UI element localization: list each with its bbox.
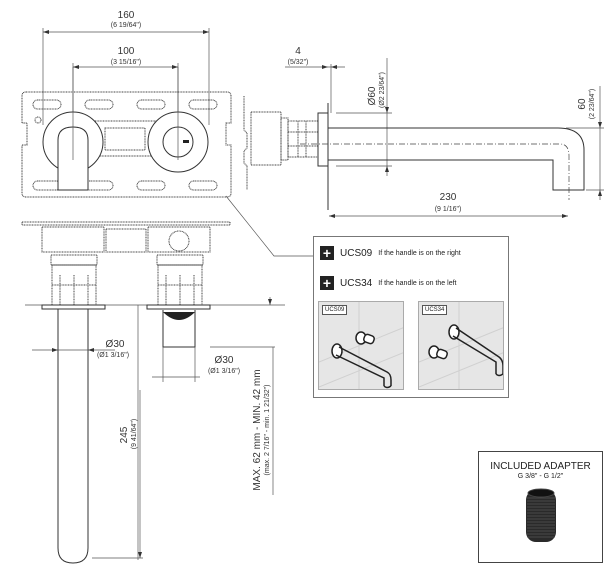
- dim-pipe-inch: (Ø1 3/16"): [97, 352, 129, 359]
- dim-handle-label: Ø30: [215, 355, 234, 366]
- dim-rosette-label: Ø60: [367, 86, 378, 105]
- dim-length-inch: (9 41/64"): [131, 419, 138, 450]
- dim-reach-inch: (9 1/16"): [435, 206, 462, 213]
- spout-pipe: [57, 309, 89, 564]
- dim-100-inch: (3 15/16"): [111, 59, 142, 66]
- dim-reach-label: 230: [440, 192, 457, 203]
- option-code: UCS09: [340, 247, 373, 259]
- dim-100-label: 100: [118, 46, 135, 57]
- spout-illustration: [448, 324, 503, 377]
- dim-160-inch: (6 19/64"): [111, 22, 142, 29]
- callout-panel: + UCS09 If the handle is on the right + …: [313, 236, 509, 398]
- thumbnail-label: UCS34: [422, 305, 448, 315]
- dim-wall-range-label: MAX. 62 mm - MIN. 42 mm: [252, 369, 263, 490]
- thumbnail-label: UCS09: [322, 305, 348, 315]
- option-code: UCS34: [340, 277, 373, 289]
- handle-illustration: [355, 331, 375, 345]
- plus-icon: +: [320, 246, 334, 260]
- thumbnail-ucs34: UCS34: [418, 301, 504, 390]
- handle-illustration: [428, 345, 448, 360]
- option-description: If the handle is on the left: [378, 279, 457, 287]
- dim-height-inch: (2 23/64"): [589, 89, 596, 120]
- option-description: If the handle is on the right: [378, 249, 461, 257]
- option-ucs09: + UCS09 If the handle is on the right: [320, 245, 461, 261]
- dim-handle-inch: (Ø1 3/16"): [208, 368, 240, 375]
- dim-4-inch: (5/32"): [288, 59, 309, 66]
- threaded-adapter-icon: [525, 488, 556, 542]
- adapter-title: INCLUDED ADAPTER: [490, 461, 591, 472]
- dim-wall-range-inch: (max. 2 7/16" - min. 1 21/32"): [264, 385, 271, 476]
- dim-height-label: 60: [577, 98, 588, 110]
- dim-4-label: 4: [295, 46, 301, 57]
- callout-leader: [225, 195, 313, 257]
- adapter-thread: G 3/8" - G 1/2": [517, 473, 564, 480]
- dim-pipe-label: Ø30: [106, 339, 125, 350]
- spout-illustration: [331, 343, 392, 389]
- side-view: 4 (5/32") Ø60 (Ø2 23/64") 60 (2 23/64") …: [243, 46, 604, 218]
- thumbnail-ucs09: UCS09: [318, 301, 404, 390]
- dim-rosette-inch: (Ø2 23/64"): [379, 72, 386, 108]
- dim-length-label: 245: [119, 426, 130, 443]
- plus-icon: +: [320, 276, 334, 290]
- dim-160-label: 160: [118, 10, 135, 21]
- option-ucs34: + UCS34 If the handle is on the left: [320, 275, 456, 291]
- spout-side: [328, 127, 585, 191]
- front-view: 160 (6 19/64") 100 (3 15/16"): [21, 10, 232, 198]
- adapter-panel: INCLUDED ADAPTER G 3/8" - G 1/2": [478, 451, 603, 563]
- section-view: Ø30 (Ø1 3/16") Ø30 (Ø1 3/16") 245 (9 41/…: [21, 221, 285, 564]
